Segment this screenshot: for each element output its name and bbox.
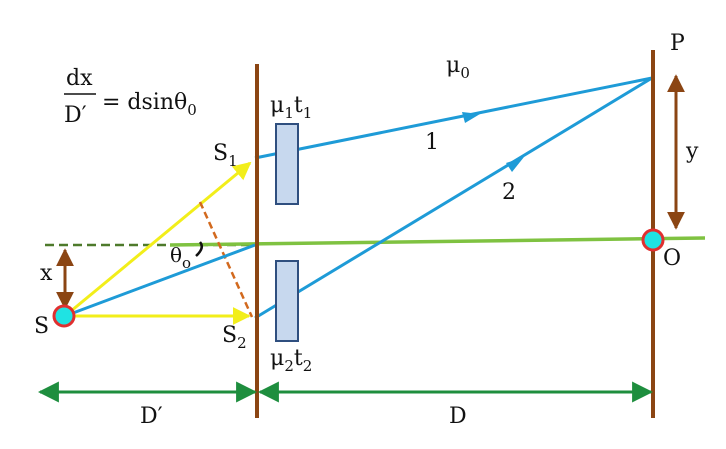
x-label: x: [40, 261, 53, 286]
central-axis: [169, 236, 706, 247]
ray-1: [254, 76, 653, 160]
theta-label: θo: [170, 243, 191, 272]
point-o: [641, 228, 665, 252]
s-label: S: [34, 314, 49, 339]
yellow-ray-to-s1: [64, 161, 252, 318]
plate-bottom: [275, 260, 299, 342]
o-label: O: [663, 246, 681, 271]
plate-top: [275, 123, 299, 205]
theta-arc: [195, 241, 204, 257]
formula-denominator: D′: [64, 103, 87, 128]
ray-2-label: 2: [502, 180, 516, 205]
ray-2-arrow: [506, 157, 524, 172]
source-to-center-line: [64, 243, 256, 318]
ray-2: [254, 76, 653, 320]
ray-1-label: 1: [425, 130, 439, 155]
s1-label: S1: [213, 141, 238, 170]
d-prime-label: D′: [140, 404, 163, 429]
d-label: D: [449, 404, 467, 429]
plate-top-label: μ1t1: [270, 93, 312, 122]
plate-bottom-label: μ2t2: [270, 346, 312, 375]
p-label: P: [670, 31, 685, 56]
source-s: [52, 304, 76, 328]
y-label: y: [685, 139, 699, 164]
perpendicular-dashed-line: [198, 201, 254, 318]
ray-1-arrow: [462, 112, 480, 123]
formula-rhs: = dsinθ0: [102, 90, 197, 119]
formula-numerator: dx: [66, 66, 93, 91]
s2-label: S2: [222, 323, 247, 352]
medium-label: μ0: [446, 53, 470, 82]
